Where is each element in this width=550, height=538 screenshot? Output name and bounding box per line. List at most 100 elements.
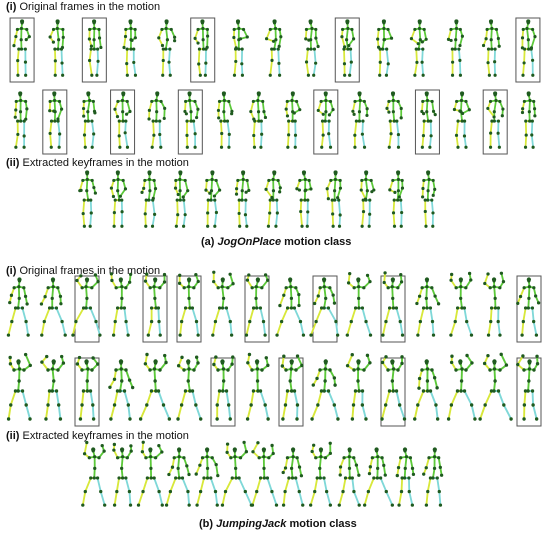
skeleton-bone [226, 120, 231, 136]
skeleton-bone [162, 404, 171, 420]
skeleton-joint [335, 333, 340, 337]
motion-frame [109, 272, 133, 337]
skeleton-bone [211, 320, 217, 337]
skeleton-joint [98, 333, 102, 337]
skeleton-bone [265, 28, 272, 40]
skeleton-bone [43, 307, 51, 323]
skeleton-bone [351, 28, 355, 40]
skeleton-joint [115, 389, 120, 393]
skeleton-head [290, 447, 296, 452]
skeleton-joint [16, 73, 20, 77]
keyframe [109, 170, 128, 228]
skeleton-joint [430, 286, 434, 290]
skeleton-joint [176, 364, 181, 368]
skeleton-joint [167, 417, 172, 421]
skeleton-bone [429, 390, 437, 406]
skeleton-joint [234, 59, 238, 64]
skeleton-bone [96, 60, 99, 77]
panel-b-caption: (b) JumpingJack motion class [199, 518, 357, 530]
skeleton-head [288, 277, 293, 282]
skeleton-joint [520, 110, 525, 115]
skeleton-joint [322, 285, 326, 289]
skeleton-joint [48, 35, 52, 39]
skeleton-joint [422, 472, 426, 476]
skeleton-joint [430, 368, 434, 372]
motion-frame [380, 271, 406, 343]
skeleton-joint [241, 27, 246, 32]
skeleton-bone [447, 28, 452, 41]
skeleton-joint [58, 294, 63, 299]
skeleton-bone [415, 48, 418, 64]
skeleton-joint [430, 319, 435, 324]
skeleton-joint [297, 292, 301, 297]
skeleton-bone [527, 368, 531, 382]
skeleton-joint [201, 47, 206, 51]
skeleton-joint [357, 285, 361, 289]
skeleton-joint [459, 285, 463, 289]
skeleton-joint [117, 198, 121, 202]
skeleton-joint [158, 286, 162, 290]
skeleton-bone [423, 28, 428, 41]
skeleton-joint [421, 134, 426, 138]
skeleton-head [526, 19, 531, 24]
skeleton-bone [182, 213, 187, 228]
skeleton-bone [144, 199, 148, 215]
skeleton-joint [421, 47, 425, 51]
skeleton-joint [350, 27, 354, 32]
skeleton-joint [194, 319, 199, 324]
skeleton-joint [192, 286, 196, 290]
skeleton-joint [356, 379, 360, 383]
skeleton-joint [263, 115, 268, 120]
skeleton-joint [428, 145, 432, 149]
skeleton-joint [116, 189, 120, 193]
skeleton-joint [116, 177, 120, 182]
skeleton-joint [531, 27, 535, 32]
skeleton-joint [424, 224, 428, 228]
skeleton-joint [307, 178, 311, 183]
skeleton-joint [180, 476, 185, 480]
skeleton-joint [263, 403, 267, 407]
skeleton-joint [147, 117, 151, 121]
skeleton-joint [214, 210, 219, 215]
skeleton-bone [89, 390, 94, 406]
skeleton-joint [13, 389, 18, 393]
skeleton-joint [489, 306, 494, 310]
skeleton-joint [113, 319, 117, 324]
skeleton-joint [237, 47, 241, 51]
skeleton-bone [290, 455, 295, 470]
skeleton-joint [303, 198, 307, 202]
skeleton-joint [393, 190, 397, 194]
skeleton-joint [266, 417, 270, 421]
skeleton-joint [522, 403, 527, 407]
skeleton-joint [397, 403, 402, 407]
skeleton-joint [215, 403, 219, 407]
skeleton-joint [425, 306, 429, 310]
skeleton-joint [255, 379, 260, 383]
skeleton-joint [99, 45, 103, 50]
skeleton-joint [103, 503, 107, 507]
skeleton-bone [416, 320, 422, 337]
skeleton-joint [349, 60, 353, 64]
skeleton-joint [158, 132, 162, 137]
panel-a-extracted-text: Extracted keyframes in the motion [22, 157, 189, 169]
skeleton-joint [24, 38, 28, 42]
skeleton-joint [420, 109, 424, 114]
skeleton-bone [113, 199, 117, 214]
skeleton-joint [126, 403, 131, 407]
skeleton-joint [74, 319, 78, 324]
skeleton-joint [483, 281, 487, 286]
skeleton-joint [114, 286, 118, 290]
skeleton-bone [91, 133, 95, 149]
skeleton-joint [400, 476, 404, 480]
skeleton-joint [326, 197, 330, 201]
skeleton-joint [415, 60, 419, 64]
skeleton-joint [312, 47, 316, 51]
skeleton-bone [419, 307, 425, 323]
skeleton-joint [226, 403, 231, 407]
skeleton-joint [338, 178, 342, 183]
skeleton-joint [453, 47, 457, 51]
keyframe-box [380, 357, 406, 427]
panel-a-original-row-2 [13, 89, 537, 155]
skeleton-joint [522, 286, 526, 290]
skeleton-bone [192, 120, 197, 135]
